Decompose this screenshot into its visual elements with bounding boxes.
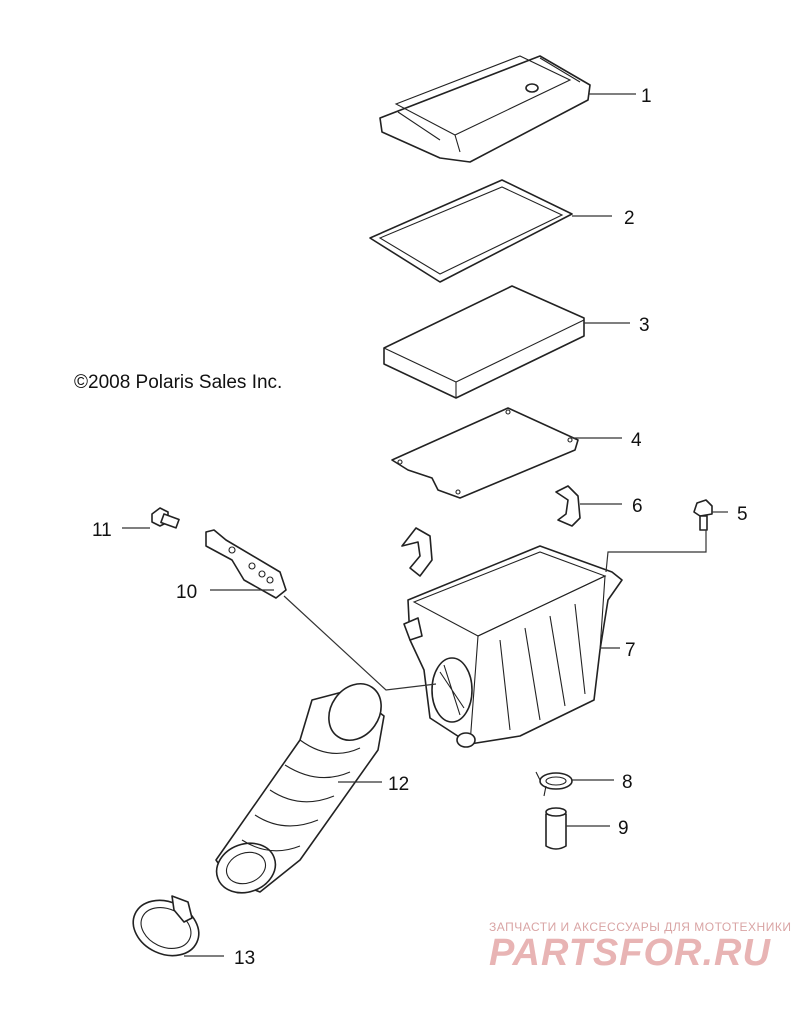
part-10-bracket xyxy=(205,529,287,599)
part-9-hose xyxy=(545,807,567,850)
part-8-spring-clamp xyxy=(535,771,573,797)
part-6-clip xyxy=(555,485,581,527)
callout-11: 11 xyxy=(92,520,112,541)
watermark-logo: PARTSFOR.RU xyxy=(489,932,771,974)
part-12-intake-duct xyxy=(215,683,385,894)
part-1-airbox-cover xyxy=(379,55,591,163)
leader-lines xyxy=(122,93,728,957)
callout-13: 13 xyxy=(234,948,255,969)
callout-numbers: 1 2 3 4 5 6 7 8 9 10 11 12 13 xyxy=(92,86,748,969)
leader-5 xyxy=(605,530,707,573)
leader-10 xyxy=(210,589,437,691)
part-4-screen-plate xyxy=(391,407,579,499)
part-5-bolt xyxy=(693,499,713,531)
part-13-hose-clamp xyxy=(132,895,200,957)
part-3-filter-element xyxy=(383,285,585,399)
copyright-text: ©2008 Polaris Sales Inc. xyxy=(74,372,283,393)
part-11-bolt xyxy=(151,507,180,529)
callout-7: 7 xyxy=(625,640,636,661)
callout-3: 3 xyxy=(639,315,650,336)
callout-10: 10 xyxy=(176,582,197,603)
callout-6: 6 xyxy=(632,496,643,517)
part-6-clip-second xyxy=(401,527,433,577)
callout-12: 12 xyxy=(388,774,409,795)
callout-5: 5 xyxy=(737,504,748,525)
callout-1: 1 xyxy=(641,86,652,107)
part-2-gasket xyxy=(369,179,573,283)
part-7-air-box xyxy=(403,545,623,748)
callout-4: 4 xyxy=(631,430,642,451)
callout-9: 9 xyxy=(618,818,629,839)
callout-8: 8 xyxy=(622,772,633,793)
watermark-tagline: ЗАПЧАСТИ И АКСЕССУАРЫ ДЛЯ МОТОТЕХНИКИ xyxy=(489,920,792,934)
callout-2: 2 xyxy=(624,208,635,229)
